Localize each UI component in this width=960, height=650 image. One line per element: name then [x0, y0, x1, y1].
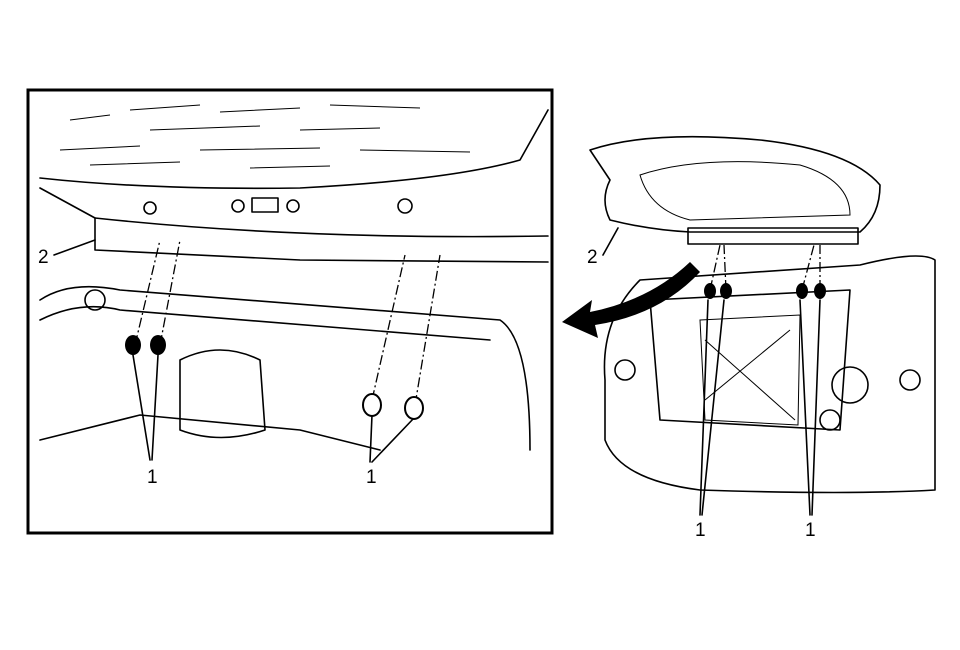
overview-bolts [704, 283, 826, 299]
detail-vehicle-opening [39, 285, 531, 451]
overview-vehicle-rear [603, 255, 936, 494]
callout-1-detail-left: 1 [147, 467, 158, 488]
callout-1-detail-right: 1 [366, 467, 377, 488]
detail-view-frame [26, 88, 554, 535]
callout-1-overview-right: 1 [805, 520, 816, 541]
detail-bolts [125, 335, 424, 420]
callout-1-overview-left: 1 [695, 520, 706, 541]
direction-arrow [562, 262, 700, 338]
detail-fastener-leaders [132, 239, 441, 463]
overview-liftgate-open [589, 135, 881, 245]
callout-leaders-2 [53, 227, 619, 256]
callout-2-overview: 2 [587, 247, 598, 268]
overview-fastener-leaders [699, 244, 821, 516]
callout-2-detail: 2 [38, 247, 49, 268]
detail-liftgate [39, 104, 549, 263]
